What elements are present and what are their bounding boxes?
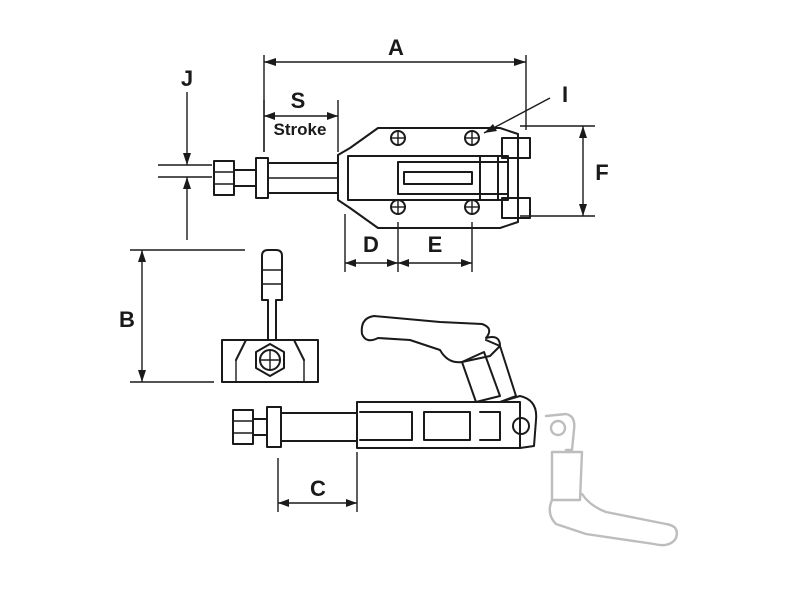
label-e: E: [428, 232, 443, 257]
dimension-j: J: [158, 66, 212, 240]
dimension-c: C: [277, 452, 358, 512]
end-view-base: [221, 339, 319, 383]
dimension-e: E: [398, 222, 473, 272]
end-view-hex-bore: [255, 343, 285, 377]
top-thread-stud: [233, 169, 257, 187]
end-view: [221, 249, 319, 383]
label-stroke: Stroke: [274, 120, 327, 139]
label-i: I: [562, 82, 568, 107]
side-pivot-pin: [512, 417, 530, 435]
dimension-i: I: [483, 82, 568, 134]
label-a: A: [388, 35, 404, 60]
side-handle: [360, 315, 501, 364]
top-lever-arm-upper: [501, 137, 531, 159]
top-view: [213, 127, 531, 229]
top-hex-nut: [213, 160, 235, 196]
top-inner-slot: [397, 161, 509, 195]
dimension-f: F: [520, 125, 609, 217]
dimension-b: B: [119, 249, 245, 383]
label-j: J: [181, 66, 193, 91]
side-pivot-block: [499, 395, 538, 449]
top-mount-holes: [390, 130, 480, 215]
label-d: D: [363, 232, 379, 257]
end-view-post: [261, 249, 283, 341]
side-link-front: [461, 351, 501, 403]
side-view: [232, 315, 679, 547]
side-jam-nut: [266, 406, 282, 448]
top-lever-arm-lower: [501, 197, 531, 219]
side-body: [356, 401, 521, 449]
top-jam-nut: [255, 157, 269, 199]
side-view-lever-open-ghost: [544, 412, 679, 547]
dimension-s: S Stroke: [263, 88, 339, 152]
side-plunger-shaft: [280, 412, 358, 442]
label-f: F: [595, 160, 608, 185]
top-body: [337, 127, 519, 229]
side-thread-stud: [252, 418, 268, 436]
label-s: S: [291, 88, 306, 113]
label-c: C: [310, 476, 326, 501]
label-b: B: [119, 307, 135, 332]
side-hex-nut: [232, 409, 254, 445]
